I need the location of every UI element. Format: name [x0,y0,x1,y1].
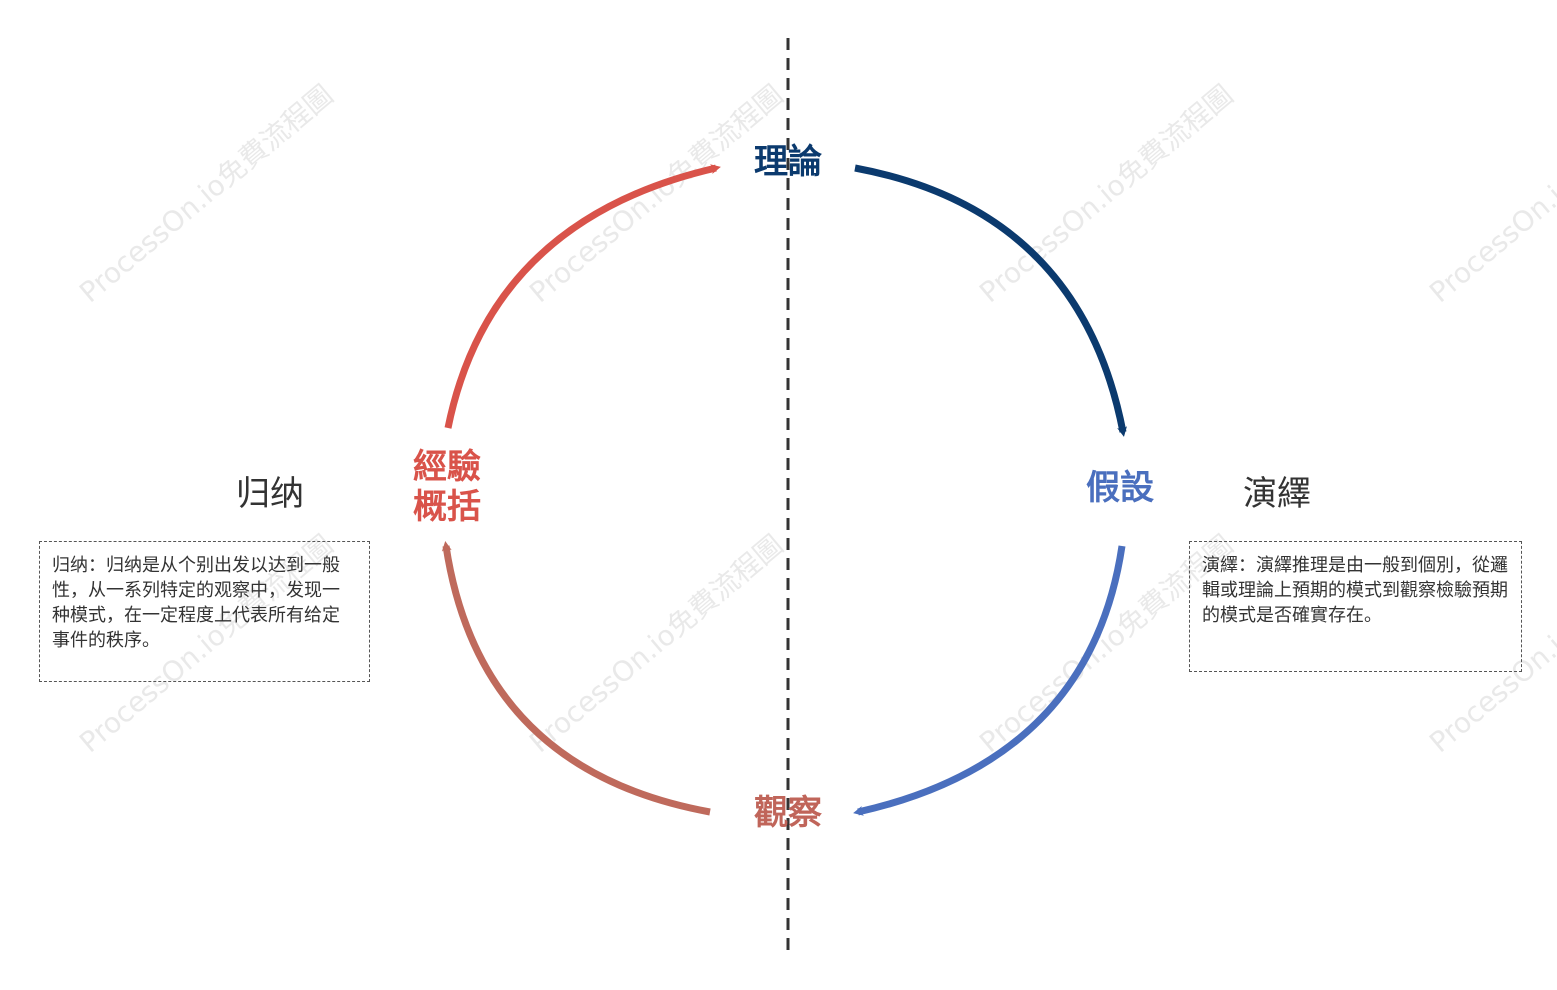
deduction-description-box: 演繹：演繹推理是由一般到個別，從邏輯或理論上預期的模式到觀察檢驗預期的模式是否確… [1189,541,1522,672]
induction-description-text: 归纳：归纳是从个别出发以达到一般性，从一系列特定的观察中，发现一种模式，在一定程… [52,555,340,651]
induction-title: 归纳 [236,474,304,514]
node-theory-label: 理論 [754,142,822,182]
deduction-title: 演繹 [1243,474,1311,514]
deduction-description-text: 演繹：演繹推理是由一般到個別，從邏輯或理論上預期的模式到觀察檢驗預期的模式是否確… [1202,555,1508,626]
arrow-theory-to-hypothesis [854,164,1127,437]
node-empirical-generalization-label: 經驗 概括 [400,447,494,527]
arrow-empirical-to-theory [444,164,721,429]
node-hypothesis-label: 假設 [1086,468,1154,508]
arrow-hypothesis-to-observation [853,545,1126,816]
node-observation-label: 觀察 [754,793,822,833]
node-empirical-line1: 經驗 [413,447,481,487]
induction-description-box: 归纳：归纳是从个别出发以达到一般性，从一系列特定的观察中，发现一种模式，在一定程… [39,541,370,682]
node-empirical-line2: 概括 [413,487,481,527]
arrow-observation-to-empirical [441,541,711,816]
